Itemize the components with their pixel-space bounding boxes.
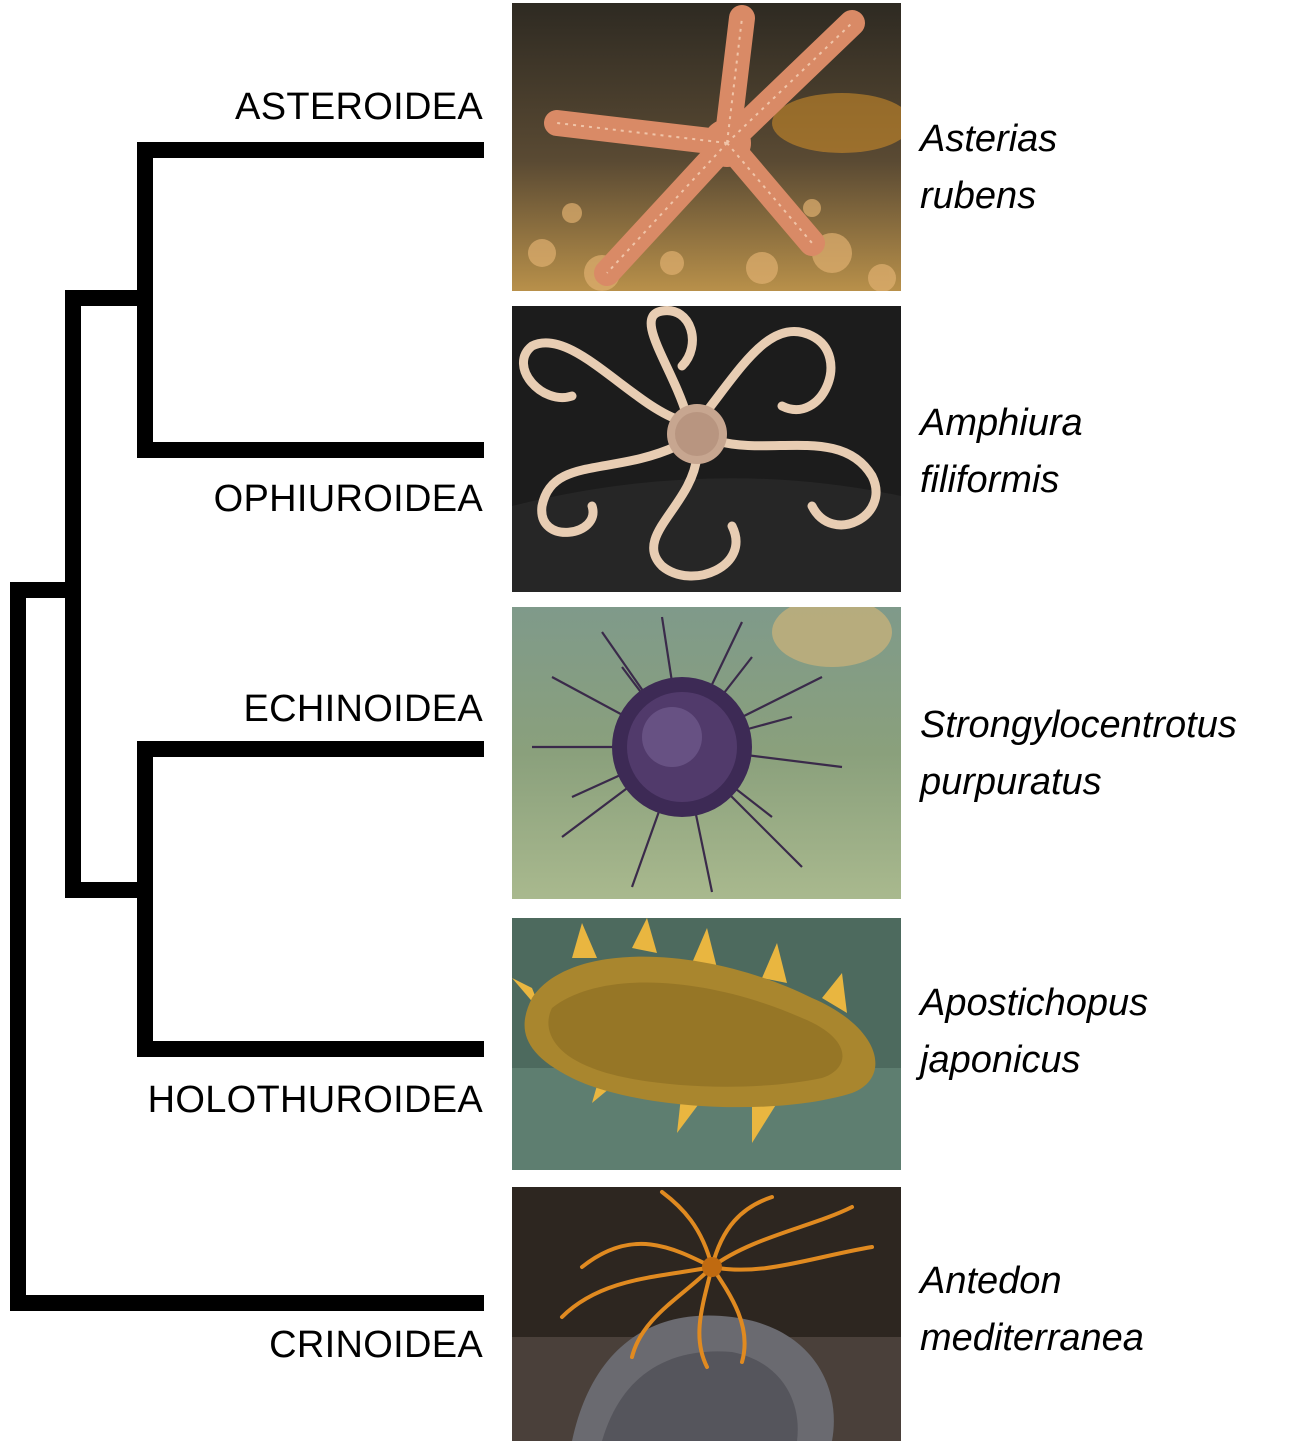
genus-name: Strongylocentrotus — [920, 697, 1237, 754]
genus-name: Amphiura — [920, 395, 1083, 452]
class-label-asteroidea: ASTEROIDEA — [13, 86, 483, 129]
sea-urchin-photo — [512, 607, 901, 899]
class-label-crinoidea: CRINOIDEA — [13, 1324, 483, 1367]
class-label-ophiuroidea: OPHIUROIDEA — [13, 478, 483, 521]
species-epithet: filiformis — [920, 452, 1083, 509]
species-name-asterias-rubens: Asterias rubens — [920, 111, 1057, 225]
species-name-apostichopus-japonicus: Apostichopus japonicus — [920, 975, 1148, 1089]
species-name-strongylocentrotus-purpuratus: Strongylocentrotus purpuratus — [920, 697, 1237, 811]
branch-eleutherozoa — [73, 298, 143, 890]
species-name-amphiura-filiformis: Amphiura filiformis — [920, 395, 1083, 509]
genus-name: Antedon — [920, 1253, 1144, 1310]
branch-echinozoa — [145, 749, 484, 1049]
genus-name: Apostichopus — [920, 975, 1148, 1032]
class-label-holothuroidea: HOLOTHUROIDEA — [13, 1079, 483, 1122]
species-name-antedon-mediterranea: Antedon mediterranea — [920, 1253, 1144, 1367]
brittle-star-photo — [512, 306, 901, 592]
starfish-photo — [512, 3, 901, 291]
genus-name: Asterias — [920, 111, 1057, 168]
branch-asterozoa — [145, 150, 484, 450]
species-epithet: mediterranea — [920, 1310, 1144, 1367]
species-epithet: purpuratus — [920, 754, 1237, 811]
species-epithet: rubens — [920, 168, 1057, 225]
feather-star-photo — [512, 1187, 901, 1441]
species-epithet: japonicus — [920, 1032, 1148, 1089]
class-label-echinoidea: ECHINOIDEA — [13, 688, 483, 731]
sea-cucumber-photo — [512, 918, 901, 1170]
